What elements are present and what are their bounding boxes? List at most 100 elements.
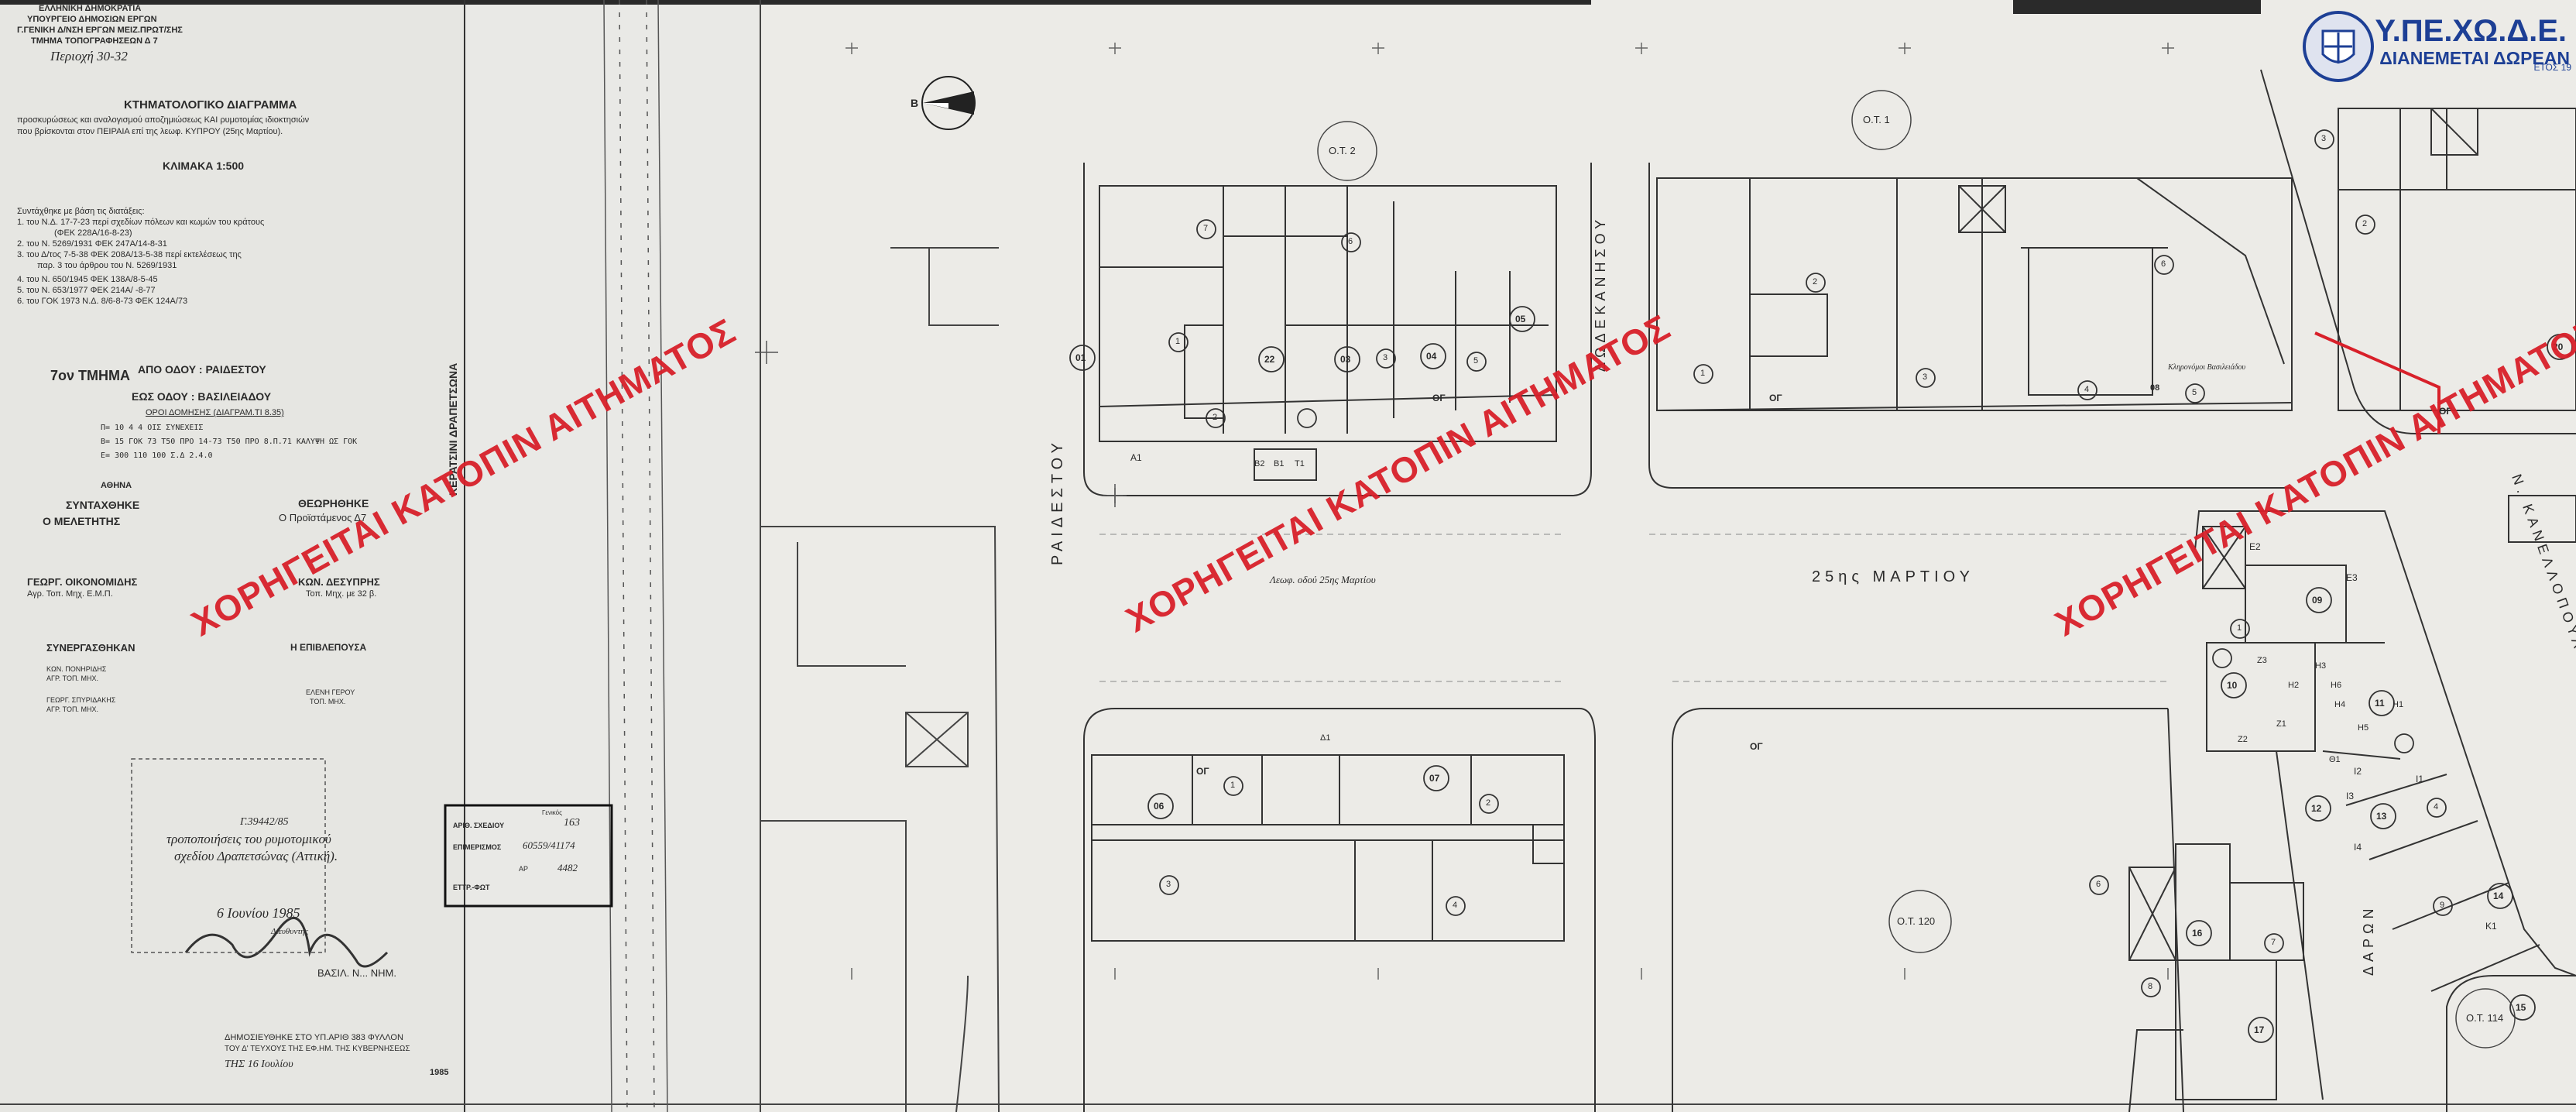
- protocol-row3: ΑΡ: [519, 865, 529, 873]
- street-25: 25ης ΜΑΡΤΙΟΥ: [1812, 568, 1974, 585]
- parcel-label: 6: [2161, 259, 2166, 269]
- parcel-label: Ζ2: [2238, 735, 2248, 744]
- parcel-label: Η2: [2288, 681, 2300, 690]
- parcel-label: 6: [1348, 237, 1353, 246]
- street-raidestou: ΡΑΙΔΕΣΤΟΥ: [1049, 438, 1066, 565]
- parcel-label: 04: [1426, 351, 1437, 362]
- parcel-label: 4: [2084, 385, 2090, 394]
- parcel-label: Η5: [2358, 723, 2369, 733]
- parcel-label: 4: [2434, 802, 2439, 812]
- parcel-label: Ζ3: [2257, 656, 2267, 665]
- parcel-label: 2: [1213, 413, 1218, 422]
- section-to-road: ΕΩΣ ΟΔΟΥ : ΒΑΣΙΛΕΙΑΔΟΥ: [132, 390, 272, 403]
- parcel-label: Β2: [1254, 459, 1265, 468]
- parcel-label: 5: [2192, 388, 2197, 397]
- parcel-label: 09: [2312, 595, 2323, 606]
- parcel-label: Θ1: [2329, 755, 2341, 764]
- parcel-label: 1: [1175, 337, 1181, 346]
- owner-note: Κληρονόμοι Βασιλειάδου: [2168, 363, 2246, 372]
- legend-strip: [465, 0, 759, 1112]
- parcel-label: 1: [1230, 781, 1236, 790]
- stamp-ref: Γ.39442/85: [240, 816, 289, 828]
- property-lines: [1099, 534, 2191, 682]
- stamp-date: 6 Ιουνίου 1985: [217, 905, 300, 921]
- parcel-label: Β1: [1274, 459, 1285, 468]
- approver-title: Τοπ. Μηχ. με 32 β.: [306, 589, 377, 599]
- building-terms: ΟΡΟΙ ΔΟΜΗΣΗΣ (ΔΙΑΓΡΑΜ.ΤΙ 8.35): [146, 408, 284, 417]
- parcel-label: 3: [1383, 353, 1388, 362]
- street-25-left: Λεωφ. οδού 25ης Μαρτίου: [1270, 574, 1376, 585]
- parcel-label: 2: [1486, 798, 1491, 808]
- law-6: 6. του ΓΟΚ 1973 Ν.Δ. 8/6-8-73 ΦΕΚ 124Α/7…: [17, 297, 188, 306]
- parcel-label: 17: [2254, 1024, 2265, 1035]
- parcel-label: 7: [1203, 224, 1209, 233]
- section-from-road: ΑΠΟ ΟΔΟΥ : ΡΑΙΔΕΣΤΟΥ: [138, 363, 266, 376]
- supervisor-label: Η ΕΠΙΒΛΕΠΟΥΣΑ: [290, 642, 367, 653]
- parcel-label: Ε2: [2249, 541, 2261, 552]
- stamp-box: [131, 758, 326, 953]
- block-lower-left: [1083, 708, 1596, 1112]
- logo-subtitle: ΔΙΑΝΕΜΕΤΑΙ ΔΩΡΕΑΝ: [2379, 48, 2570, 68]
- scale-label: ΚΛΙΜΑΚΑ 1:500: [163, 160, 245, 172]
- og-label-4: ΟΓ: [1750, 741, 1763, 752]
- terms-row-3: Ε= 300 110 100 Σ.Δ 2.4.0: [101, 451, 213, 460]
- parcel-label: 06: [1154, 801, 1165, 812]
- parcel-label: 11: [2375, 698, 2385, 709]
- diagram-title: ΚΤΗΜΑΤΟΛΟΓΙΚΟ ΔΙΑΓΡΑΜΜΑ: [124, 98, 297, 112]
- parcel-label: 7: [2271, 938, 2276, 947]
- parcel-label: Η3: [2315, 661, 2327, 671]
- parcel-label: 22: [1264, 354, 1275, 365]
- signature-scribble: [184, 917, 389, 968]
- area-label: Περιοχή 30-32: [50, 49, 128, 63]
- law-2: 2. του Ν. 5269/1931 ΦΕΚ 247Α/14-8-31: [17, 239, 167, 249]
- parcel-label: 8: [2148, 982, 2153, 991]
- crosshair-icon: [1103, 484, 1127, 507]
- law-5: 5. του Ν. 653/1977 ΦΕΚ 214Α/ -8-77: [17, 286, 156, 295]
- diagram-subtitle-2: που βρίσκονται στον ΠΕΙΡΑΙΑ επί της λεωφ…: [17, 127, 283, 136]
- block-label-ot-114: Ο.Τ. 114: [2466, 1012, 2504, 1024]
- block-ot-114: [2446, 975, 2576, 1112]
- parcel-label: 07: [1429, 773, 1440, 784]
- terms-row-2: Β= 15 ΓΟΚ 73 Τ50 ΠΡΟ 14-73 Τ50 ΠΡΟ 8.Π.7…: [101, 438, 358, 446]
- parcel-label: 16: [2192, 928, 2203, 939]
- red-boundary: [2314, 331, 2441, 434]
- parcel-label: 6: [2096, 880, 2101, 889]
- stamp-desc-2: σχεδίου Δραπετσώνας (Αττική).: [174, 849, 338, 863]
- parcel-label: 4: [1453, 901, 1458, 910]
- parcel-label: Ζ1: [2276, 719, 2286, 729]
- protocol-stamp-box: [444, 804, 613, 908]
- parcel-label: Κ1: [2485, 921, 2497, 932]
- parcel-label: 01: [1075, 352, 1086, 363]
- protocol-row3-val: 4482: [557, 862, 578, 873]
- left-partial-block: [760, 247, 1000, 1112]
- approved-label: ΘΕΩΡΗΘΗΚΕ: [298, 497, 369, 510]
- publication-2: ΤΟΥ Δ' ΤΕΥΧΟΥΣ ΤΗΣ ΕΦ.ΗΜ. ΤΗΣ ΚΥΒΕΡΝΗΣΕΩ…: [225, 1045, 410, 1053]
- author-title: Αγρ. Τοπ. Μηχ. Ε.Μ.Π.: [27, 589, 113, 599]
- publication-3: ΤΗΣ 16 Ιουλίου: [225, 1059, 293, 1070]
- parcel-label: 15: [2516, 1002, 2526, 1013]
- protocol-ettr: ΕΤΤΡ.-ΦΩΤ: [453, 884, 490, 891]
- law-1b: (ΦΕΚ 228Α/16-8-23): [54, 228, 132, 238]
- athina-label: ΑΘΗΝΑ: [101, 481, 132, 490]
- collab-1: ΚΩΝ. ΠΟΝΗΡΙΔΗΣ: [46, 665, 107, 673]
- legend-panel: [0, 0, 465, 1112]
- street-daron: ΔΑΡΩΝ: [2361, 904, 2376, 976]
- header-line-2: ΥΠΟΥΡΓΕΙΟ ΔΗΜΟΣΙΩΝ ΕΡΓΩΝ: [27, 15, 157, 24]
- og-label-1: ΟΓ: [1432, 393, 1446, 403]
- supervisor-name: ΕΛΕΝΗ ΓΕΡΟΥ: [306, 688, 355, 696]
- block-top-right: [2260, 69, 2576, 434]
- parcel-label: 13: [2376, 811, 2387, 822]
- block-lower-right: [2128, 495, 2576, 1112]
- protocol-arith: ΑΡΙΘ. ΣΧΕΔΙΟΥ: [453, 822, 505, 829]
- collab-2: ΓΕΩΡΓ. ΣΠΥΡΙΔΑΚΗΣ: [46, 696, 116, 704]
- scan-top-bar-left: [0, 0, 1591, 5]
- collab-2-title: ΑΓΡ. ΤΟΠ. ΜΗΧ.: [46, 705, 98, 713]
- parcel-label: 1: [2237, 623, 2242, 633]
- publication-1: ΔΗΜΟΣΙΕΥΘΗΚΕ ΣΤΟ ΥΠ.ΑΡΙΘ 383 ΦΥΛΛΟΝ: [225, 1033, 403, 1042]
- north-arrow-icon: [921, 76, 976, 130]
- law-3: 3. του Δ/τος 7-5-38 ΦΕΚ 208Α/13-5-38 περ…: [17, 250, 242, 259]
- parcel-label: 03: [1340, 354, 1351, 365]
- scan-top-bar-right: [2013, 0, 2261, 14]
- parcel-label: 05: [1515, 314, 1526, 324]
